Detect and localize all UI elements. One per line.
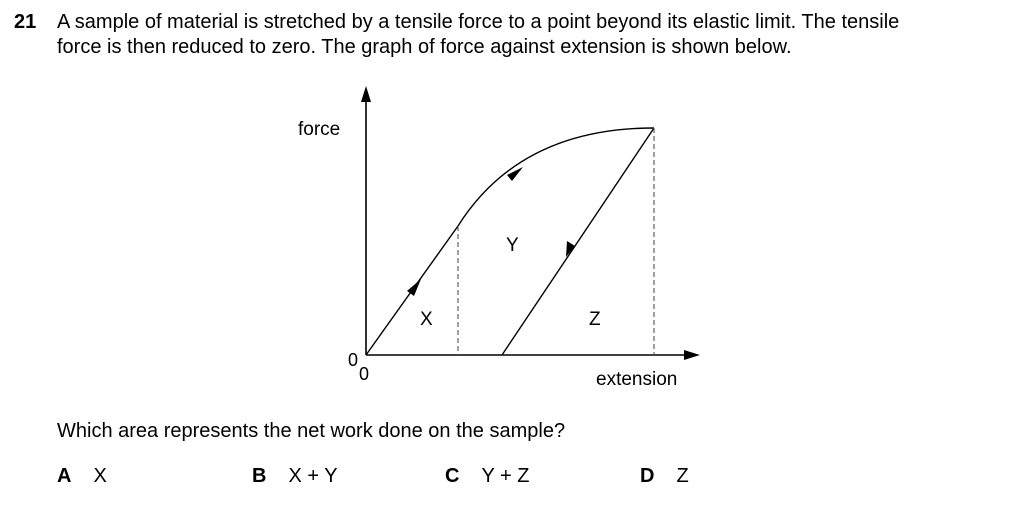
region-x-label: X: [420, 309, 433, 330]
option-c-letter: C: [445, 465, 460, 487]
region-z-label: Z: [589, 309, 601, 330]
option-a-text: X: [93, 465, 107, 487]
loading-curve: [365, 127, 655, 356]
y-axis: [361, 86, 371, 355]
y-axis-label: force: [298, 119, 340, 140]
x-axis-arrowhead: [684, 350, 700, 360]
option-b-text: X + Y: [288, 465, 338, 487]
arrow-loading-linear: [407, 279, 421, 296]
option-d-text: Z: [676, 465, 689, 487]
option-b[interactable]: B X + Y: [252, 465, 338, 488]
option-b-letter: B: [252, 465, 267, 487]
option-a-letter: A: [57, 465, 72, 487]
unloading-line: [501, 127, 655, 356]
x-axis: [366, 350, 700, 360]
arrow-unloading: [566, 241, 575, 257]
x-axis-label: extension: [596, 369, 677, 390]
question-number: 21: [14, 11, 37, 33]
option-d-letter: D: [640, 465, 655, 487]
arrow-loading-curve: [507, 167, 523, 181]
origin-x-label: 0: [359, 364, 369, 384]
option-c[interactable]: C Y + Z: [445, 465, 529, 488]
question-text-line-1: A sample of material is stretched by a t…: [57, 11, 900, 33]
y-axis-arrowhead: [361, 86, 371, 102]
region-y-label: Y: [506, 235, 519, 256]
origin-y-label: 0: [348, 350, 358, 370]
question-text-line-2: force is then reduced to zero. The graph…: [57, 36, 792, 58]
option-c-text: Y + Z: [481, 465, 530, 487]
question-prompt: Which area represents the net work done …: [57, 420, 566, 442]
